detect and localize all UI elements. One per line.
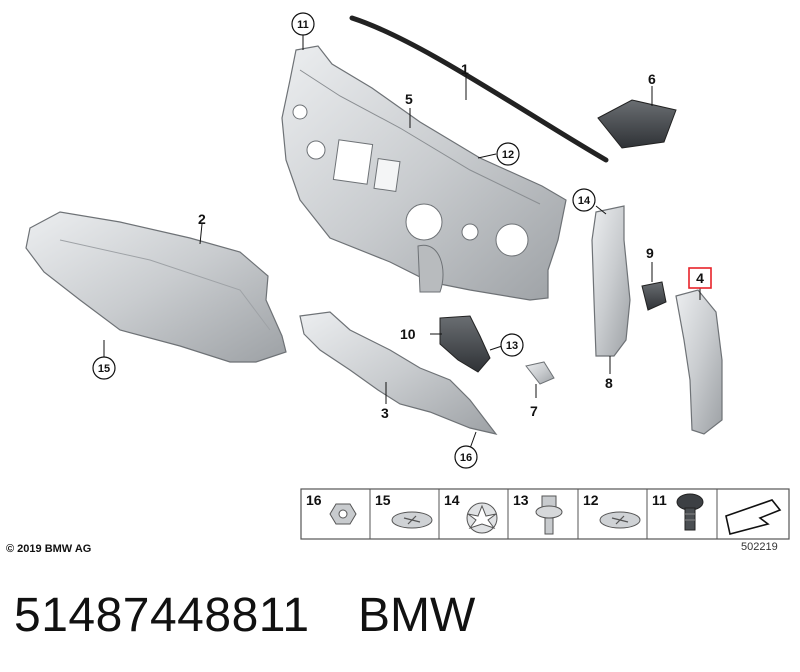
nut-icon xyxy=(329,503,357,525)
expanding-rivet-icon xyxy=(676,493,704,531)
callout-14: 14 xyxy=(572,188,596,212)
part-7-clip xyxy=(525,361,555,385)
callout-1: 1 xyxy=(461,61,469,77)
callout-4-highlighted: 4 xyxy=(688,267,712,289)
svg-text:12: 12 xyxy=(502,149,514,161)
brand-name: BMW xyxy=(358,589,476,642)
diagram-number: 502219 xyxy=(741,541,778,553)
fastener-strip: 16 15 14 13 12 11 xyxy=(300,488,790,540)
part-2-insulation xyxy=(25,211,287,363)
fastener-label-13: 13 xyxy=(513,492,529,508)
callout-9: 9 xyxy=(646,245,654,261)
callout-15: 15 xyxy=(92,356,116,380)
copyright-notice: © 2019 BMW AG xyxy=(6,543,92,555)
callout-16: 16 xyxy=(454,445,478,469)
part-1-seal xyxy=(349,15,609,163)
screw-icon xyxy=(599,511,641,529)
callout-11: 11 xyxy=(291,12,315,36)
callout-7: 7 xyxy=(530,403,538,419)
svg-text:15: 15 xyxy=(98,363,110,375)
part-4-insulation xyxy=(675,289,723,435)
fastener-label-16: 16 xyxy=(306,492,322,508)
svg-text:4: 4 xyxy=(696,270,704,286)
callout-6: 6 xyxy=(648,71,656,87)
callout-3: 3 xyxy=(381,405,389,421)
part-8-panel xyxy=(591,205,631,357)
fastener-label-14: 14 xyxy=(444,492,460,508)
callout-10: 10 xyxy=(400,326,416,342)
screw-icon xyxy=(391,511,433,529)
part-5-bulkhead xyxy=(281,45,567,301)
bolt-icon xyxy=(535,495,563,535)
svg-text:11: 11 xyxy=(297,19,309,31)
svg-text:14: 14 xyxy=(578,195,591,207)
part-9-clip xyxy=(641,281,667,311)
callout-2: 2 xyxy=(198,211,206,227)
part-3-insulation xyxy=(299,311,498,435)
svg-text:13: 13 xyxy=(506,340,518,352)
fastener-label-11: 11 xyxy=(652,492,667,508)
callout-8: 8 xyxy=(605,375,613,391)
callout-12: 12 xyxy=(496,142,520,166)
fastener-label-15: 15 xyxy=(375,492,391,508)
part-number: 51487448811 xyxy=(14,589,310,642)
spring-clip-icon xyxy=(466,502,498,534)
part-6-pad xyxy=(597,99,677,149)
callout-5: 5 xyxy=(405,91,413,107)
part-10-bracket xyxy=(439,315,491,373)
fastener-label-12: 12 xyxy=(583,492,599,508)
callout-13: 13 xyxy=(500,333,524,357)
arrow-icon xyxy=(725,499,782,535)
svg-text:16: 16 xyxy=(460,452,472,464)
